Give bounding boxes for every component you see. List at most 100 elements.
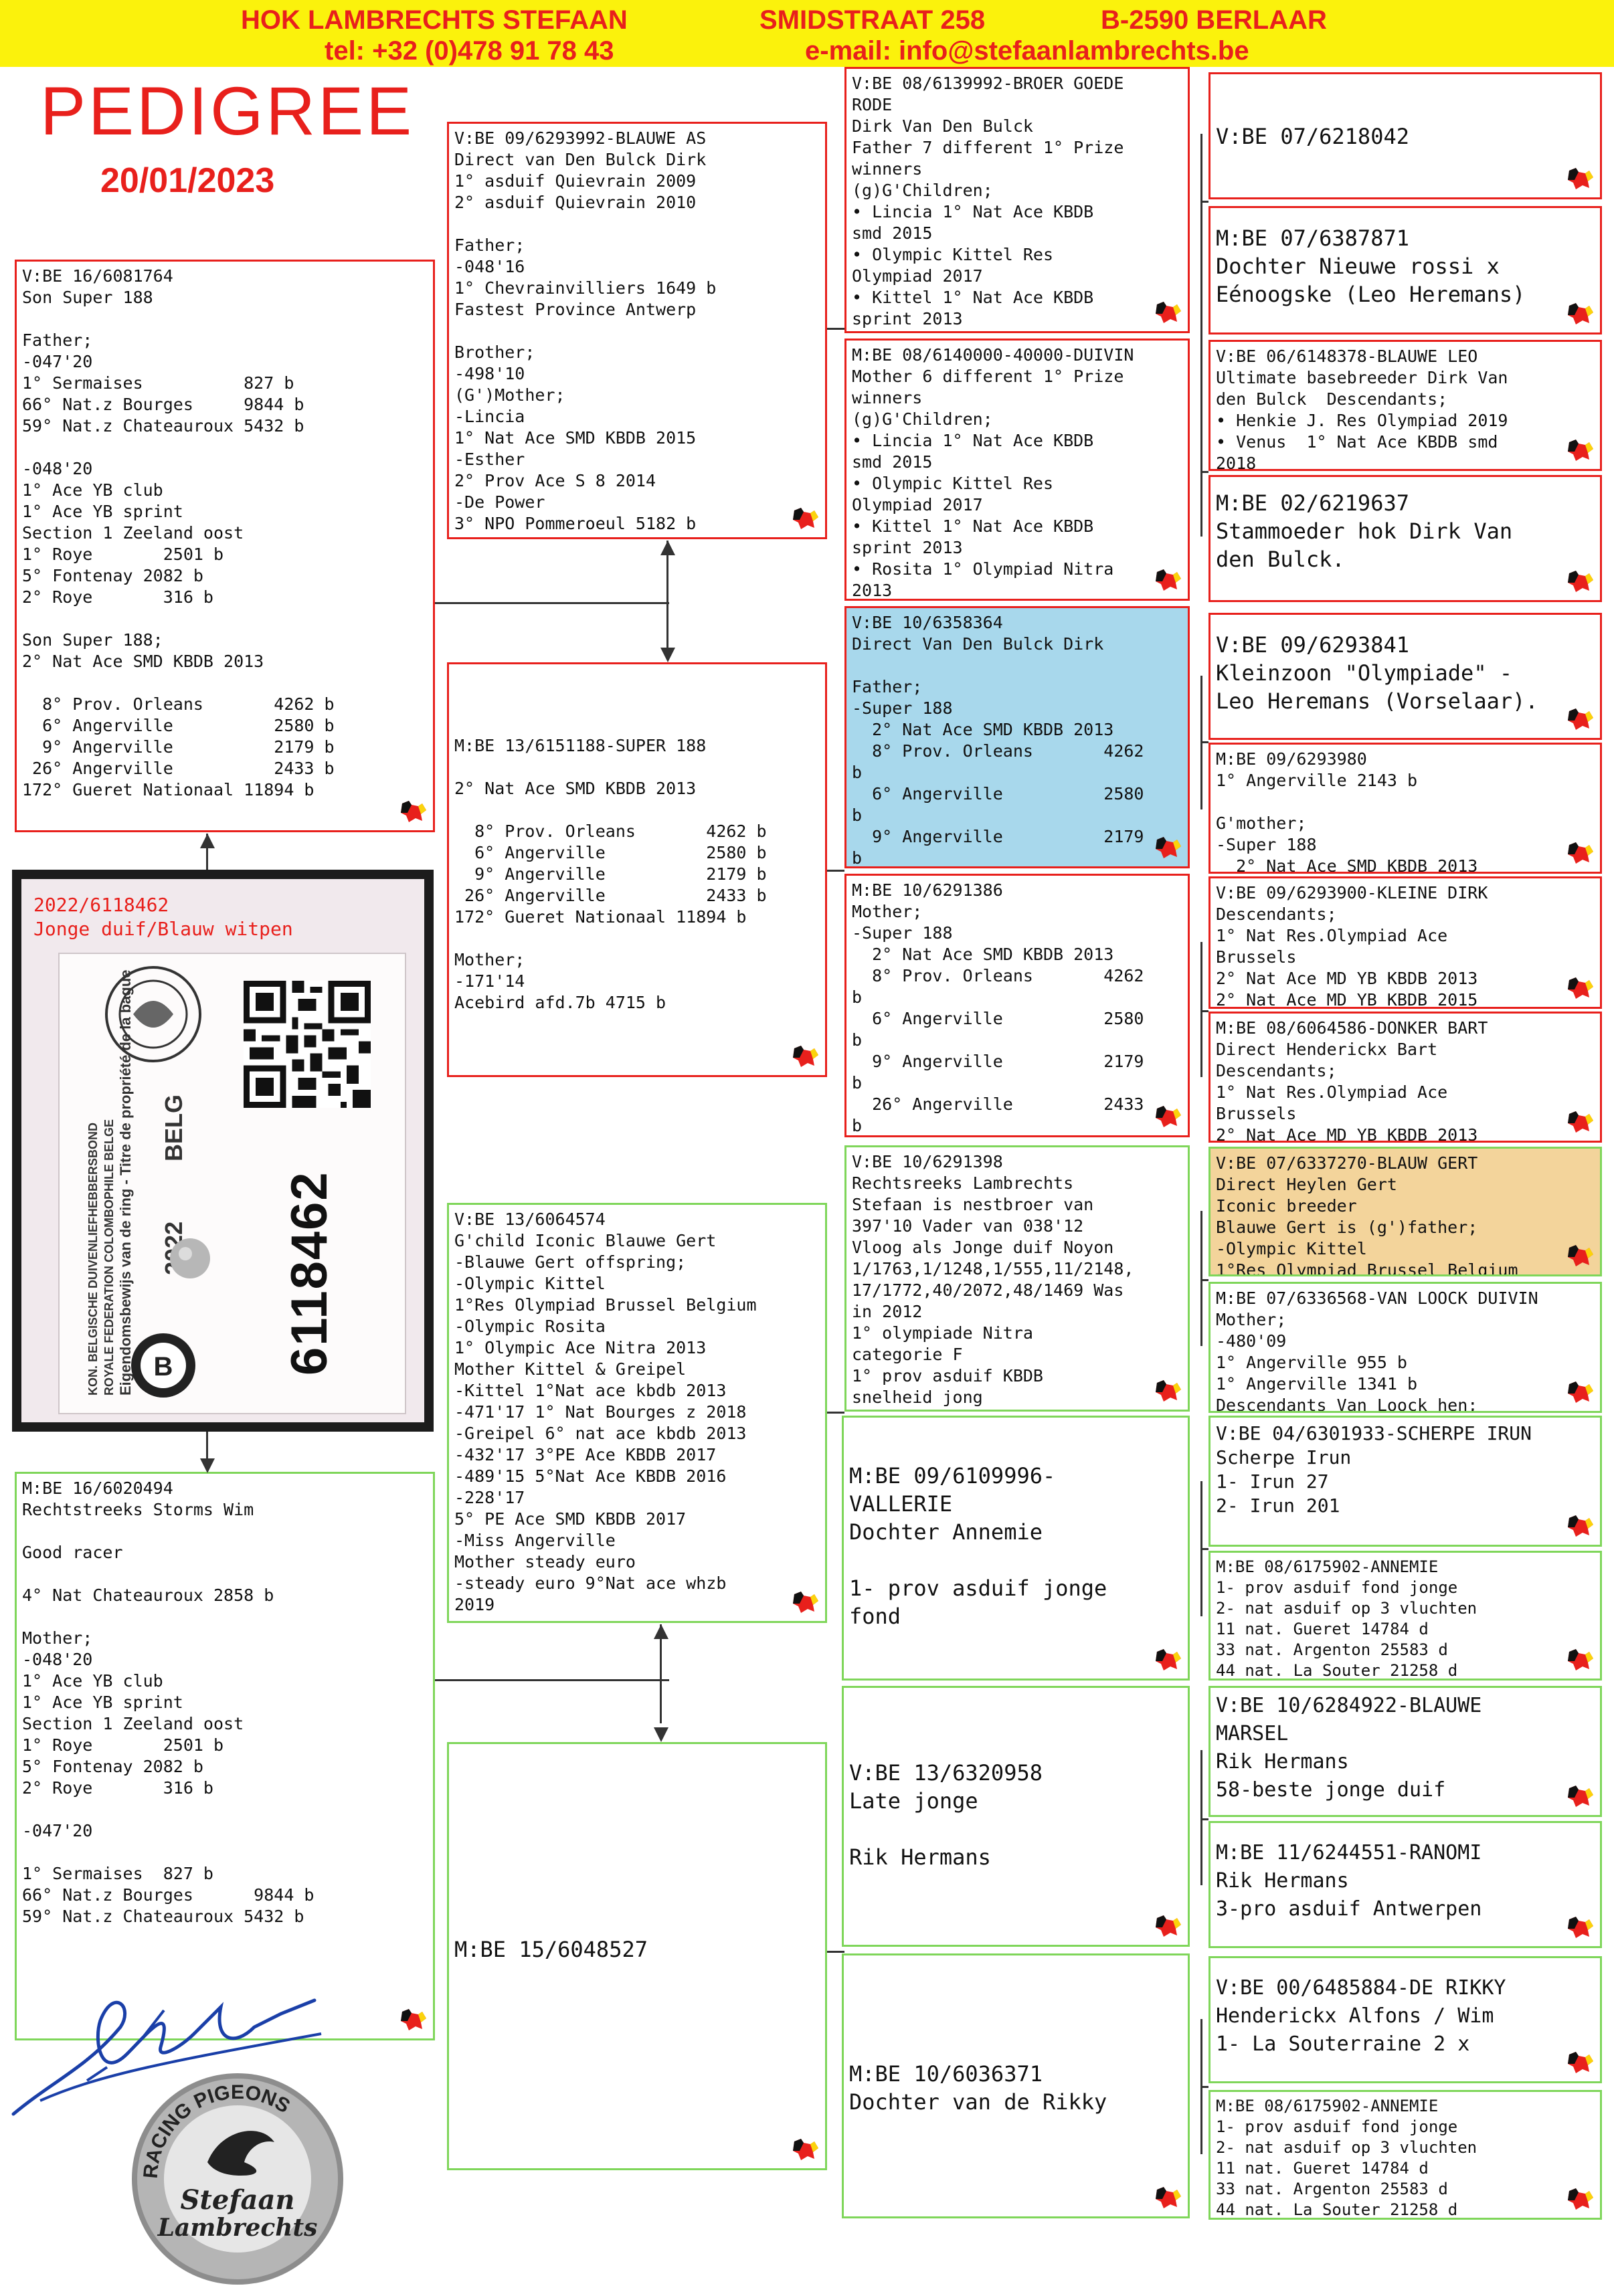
box-text: V:BE 10/6358364 Direct Van Den Bulck Dir… — [852, 613, 1144, 868]
connector-line — [1200, 1279, 1208, 1281]
ring-label: 2022/6118462 — [33, 894, 169, 916]
gen4-box-12: M:BE 08/6175902-ANNEMIE 1- prov asduif f… — [1208, 1551, 1602, 1681]
belgium-map-icon — [1568, 2188, 1593, 2210]
email-link[interactable]: e-mail: info@stefaanlambrechts.be — [805, 36, 1249, 66]
belgium-map-icon — [1568, 1515, 1593, 1537]
box-text: V:BE 09/6293841 Kleinzoon "Olympiade" - … — [1216, 632, 1538, 714]
box-text: V:BE 10/6284922-BLAUWE MARSEL Rik Herman… — [1216, 1694, 1482, 1802]
connector-line — [827, 870, 844, 872]
arrow-down-icon — [200, 1458, 215, 1473]
box-text: V:BE 09/6293900-KLEINE DIRK Descendants;… — [1216, 883, 1488, 1009]
box-text: M:BE 07/6387871 Dochter Nieuwe rossi x E… — [1216, 225, 1526, 307]
belgium-map-icon — [1568, 1786, 1593, 1807]
belgium-map-icon — [1568, 1649, 1593, 1670]
father-box: V:BE 16/6081764 Son Super 188 Father; -0… — [15, 260, 435, 832]
header-bar: HOK LAMBRECHTS STEFAAN SMIDSTRAAT 258 B-… — [0, 0, 1614, 67]
father-text: V:BE 16/6081764 Son Super 188 Father; -0… — [22, 266, 335, 799]
connector-line — [827, 328, 844, 330]
ring-desc: Jonge duif/Blauw witpen — [33, 918, 293, 940]
belgium-map-icon — [1568, 977, 1593, 999]
b-logo-icon: B — [131, 1333, 195, 1398]
stefaan-lambrechts-seal-icon: RACING PIGEONS Stefaan Lambrechts — [132, 2073, 343, 2285]
gen4-box-4: M:BE 02/6219637 Stammoeder hok Dirk Van … — [1208, 475, 1602, 602]
gen4-box-10: M:BE 07/6336568-VAN LOOCK DUIVIN Mother;… — [1208, 1282, 1602, 1413]
grandsire-paternal-box: V:BE 09/6293992-BLAUWE AS Direct van Den… — [447, 122, 827, 539]
hologram-sticker-icon — [170, 1238, 210, 1278]
box-text: V:BE 09/6293992-BLAUWE AS Direct van Den… — [454, 128, 717, 533]
box-text: M:BE 15/6048527 — [454, 1937, 648, 1962]
gen3-box-1: V:BE 08/6139992-BROER GOEDE RODE Dirk Va… — [844, 67, 1190, 333]
gen4-box-7: V:BE 09/6293900-KLEINE DIRK Descendants;… — [1208, 876, 1602, 1009]
connector-line — [666, 541, 668, 648]
gen4-box-8: M:BE 08/6064586-DONKER BART Direct Hende… — [1208, 1012, 1602, 1143]
box-text: M:BE 11/6244551-RANOMI Rik Hermans 3-pro… — [1216, 1841, 1482, 1921]
connector-line — [1200, 471, 1208, 473]
belgium-map-icon — [401, 801, 426, 822]
org-name-fr: ROYALE FEDERATION COLOMBOPHILE BELGE — [102, 1119, 116, 1396]
belgium-map-icon — [1568, 571, 1593, 592]
gen3-box-4: M:BE 10/6291386 Mother; -Super 188 2° Na… — [844, 874, 1190, 1137]
pedigree-date: 20/01/2023 — [100, 161, 275, 200]
qr-code-icon — [244, 981, 371, 1108]
arrow-down-icon — [660, 648, 675, 662]
box-text: M:BE 13/6151188-SUPER 188 2° Nat Ace SMD… — [454, 736, 767, 1012]
connector-line — [1200, 134, 1202, 401]
box-text: M:BE 08/6175902-ANNEMIE 1- prov asduif f… — [1216, 2097, 1477, 2219]
gen4-box-15: V:BE 00/6485884-DE RIKKY Henderickx Alfo… — [1208, 1956, 1602, 2083]
grandsire-maternal-box: V:BE 13/6064574 G'child Iconic Blauwe Ge… — [447, 1203, 827, 1623]
page-title: PEDIGREE — [40, 73, 415, 149]
gen4-box-6: M:BE 09/6293980 1° Angerville 2143 b G'm… — [1208, 743, 1602, 874]
belgium-map-icon — [401, 2009, 426, 2030]
connector-line — [1200, 1548, 1208, 1550]
box-text: V:BE 07/6218042 — [1216, 124, 1409, 149]
connector-line — [1200, 1211, 1202, 1346]
box-text: V:BE 10/6291398 Rechtsreeks Lambrechts S… — [852, 1152, 1134, 1407]
granddam-paternal-box: M:BE 13/6151188-SUPER 188 2° Nat Ace SMD… — [447, 662, 827, 1077]
box-text: M:BE 09/6293980 1° Angerville 2143 b G'm… — [1216, 749, 1478, 874]
gen4-box-1: V:BE 07/6218042 — [1208, 72, 1602, 199]
loft-name: HOK LAMBRECHTS STEFAAN — [241, 5, 628, 35]
belgium-map-icon — [1568, 303, 1593, 324]
ring-certificate-photo: 2022/6118462 Jonge duif/Blauw witpen KON… — [12, 870, 434, 1432]
belgium-map-icon — [1156, 2187, 1181, 2208]
gen3-box-2: M:BE 08/6140000-40000-DUIVIN Mother 6 di… — [844, 339, 1190, 601]
box-text: M:BE 08/6175902-ANNEMIE 1- prov asduif f… — [1216, 1557, 1477, 1680]
street: SMIDSTRAAT 258 — [759, 5, 986, 35]
gen4-box-16: M:BE 08/6175902-ANNEMIE 1- prov asduif f… — [1208, 2090, 1602, 2220]
belgium-map-icon — [1568, 1917, 1593, 1938]
connector-line — [1200, 1818, 1208, 1820]
belgium-map-icon — [1568, 1245, 1593, 1266]
gen3-box-3: V:BE 10/6358364 Direct Van Den Bulck Dir… — [844, 606, 1190, 868]
svg-text:B: B — [154, 1352, 173, 1381]
gen4-box-13: V:BE 10/6284922-BLAUWE MARSEL Rik Herman… — [1208, 1686, 1602, 1817]
gen4-box-3: V:BE 06/6148378-BLAUWE LEO Ultimate base… — [1208, 340, 1602, 471]
connector-line — [1200, 401, 1202, 537]
belgium-map-icon — [1156, 1106, 1181, 1127]
connector-line — [1200, 741, 1208, 743]
belgium-map-icon — [1568, 1381, 1593, 1403]
gen4-box-11: V:BE 04/6301933-SCHERPE IRUN Scherpe Iru… — [1208, 1416, 1602, 1547]
gen4-box-2: M:BE 07/6387871 Dochter Nieuwe rossi x E… — [1208, 206, 1602, 334]
belgium-map-icon — [1156, 837, 1181, 858]
gen3-box-5: V:BE 10/6291398 Rechtsreeks Lambrechts S… — [844, 1145, 1190, 1412]
connector-line — [1200, 1750, 1202, 1885]
belgium-map-icon — [1156, 1380, 1181, 1402]
box-text: M:BE 07/6336568-VAN LOOCK DUIVIN Mother;… — [1216, 1288, 1538, 1413]
box-text: V:BE 07/6337270-BLAUW GERT Direct Heylen… — [1216, 1153, 1518, 1276]
seal-name-1: Stefaan — [181, 2184, 295, 2216]
arrow-down-icon — [654, 1727, 668, 1742]
belgium-map-icon — [1568, 440, 1593, 461]
belgium-map-icon — [1568, 2052, 1593, 2073]
mother-box: M:BE 16/6020494 Rechtstreeks Storms Wim … — [15, 1472, 435, 2040]
box-text: M:BE 10/6291386 Mother; -Super 188 2° Na… — [852, 880, 1144, 1135]
gen4-box-5: V:BE 09/6293841 Kleinzoon "Olympiade" - … — [1208, 613, 1602, 740]
signature-icon — [11, 1998, 322, 2116]
connector-line — [827, 1951, 844, 1953]
org-name-nl: KON. BELGISCHE DUIVENLIEFHEBBERSBOND — [86, 1122, 100, 1396]
belgium-map-icon — [1156, 569, 1181, 591]
arrow-up-icon — [200, 834, 215, 848]
box-text: M:BE 10/6036371 Dochter van de Rikky — [849, 2061, 1107, 2115]
mother-text: M:BE 16/6020494 Rechtstreeks Storms Wim … — [22, 1478, 315, 1926]
arrow-up-icon — [660, 541, 675, 555]
belgium-map-icon — [1156, 302, 1181, 323]
